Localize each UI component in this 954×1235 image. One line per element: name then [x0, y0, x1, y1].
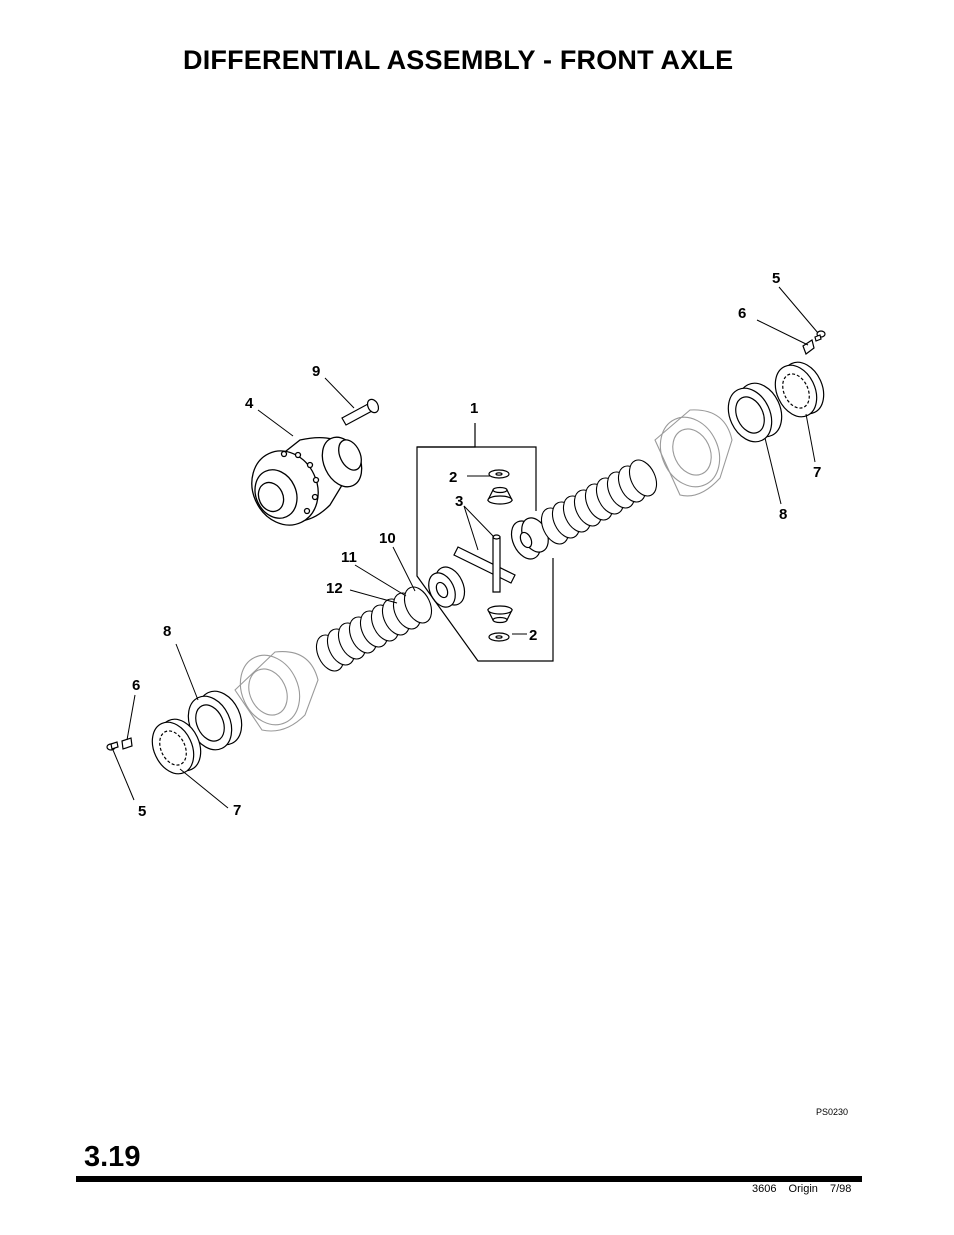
footer-model: 3606: [752, 1183, 777, 1195]
assembly-bracket: [416, 423, 554, 662]
callout-8-lower: 8: [163, 623, 171, 640]
cap-screw-upper: [814, 330, 826, 342]
case-housing-ghost-upper: [654, 409, 733, 497]
section-number: 3.19: [84, 1141, 141, 1173]
callout-10: 10: [379, 530, 396, 547]
footer-rule: [76, 1176, 862, 1182]
clutch-disc-stack-lower: [315, 586, 433, 672]
callout-7-upper: 7: [813, 464, 821, 481]
case-housing-ghost-lower: [234, 651, 319, 732]
callout-9: 9: [312, 363, 320, 380]
bolt: [341, 398, 380, 426]
pinion-cross-shaft: [453, 534, 516, 593]
callout-7-lower: 7: [233, 802, 241, 819]
callout-5-upper: 5: [772, 270, 780, 287]
footer-origin: Origin: [788, 1183, 818, 1195]
page-title: DIFFERENTIAL ASSEMBLY - FRONT AXLE: [183, 45, 734, 75]
callout-8-upper: 8: [779, 506, 787, 523]
tapered-bearing-upper: [727, 382, 783, 443]
callout-2-upper: 2: [449, 469, 457, 486]
differential-case: [251, 436, 363, 526]
callout-6-upper: 6: [738, 305, 746, 322]
callout-labels: 1 2 2 3 4 5 5 6 6 7 7 8 8 9 10 11 12: [132, 270, 821, 820]
thrust-washer-lower: [488, 632, 510, 642]
callout-3: 3: [455, 493, 463, 510]
side-gear-upper: [510, 517, 549, 560]
adjusting-ring-lower: [151, 718, 202, 775]
thrust-washer-upper: [488, 469, 510, 479]
callout-4: 4: [245, 395, 254, 412]
callout-1: 1: [470, 400, 478, 417]
pinion-gear-lower: [487, 605, 513, 624]
adjusting-ring-upper: [774, 361, 825, 418]
footer-date: 7/98: [829, 1183, 852, 1195]
clutch-disc-stack-upper: [540, 459, 658, 545]
side-gear-lower: [428, 566, 466, 608]
callout-6-lower: 6: [132, 677, 140, 694]
lock-plate-lower: [121, 737, 133, 750]
callout-12: 12: [326, 580, 343, 597]
callout-11: 11: [341, 549, 357, 566]
figure-code: PS0230: [816, 1107, 849, 1117]
cap-screw-lower: [106, 741, 119, 751]
lock-plate-upper: [802, 339, 815, 355]
footer-info: 3606 Origin 7/98: [752, 1183, 851, 1195]
tapered-bearing-lower: [187, 690, 243, 751]
pinion-gear-upper: [487, 486, 513, 505]
callout-2-lower: 2: [529, 627, 537, 644]
callout-5-lower: 5: [138, 803, 146, 820]
leader-lines: [112, 286, 819, 809]
